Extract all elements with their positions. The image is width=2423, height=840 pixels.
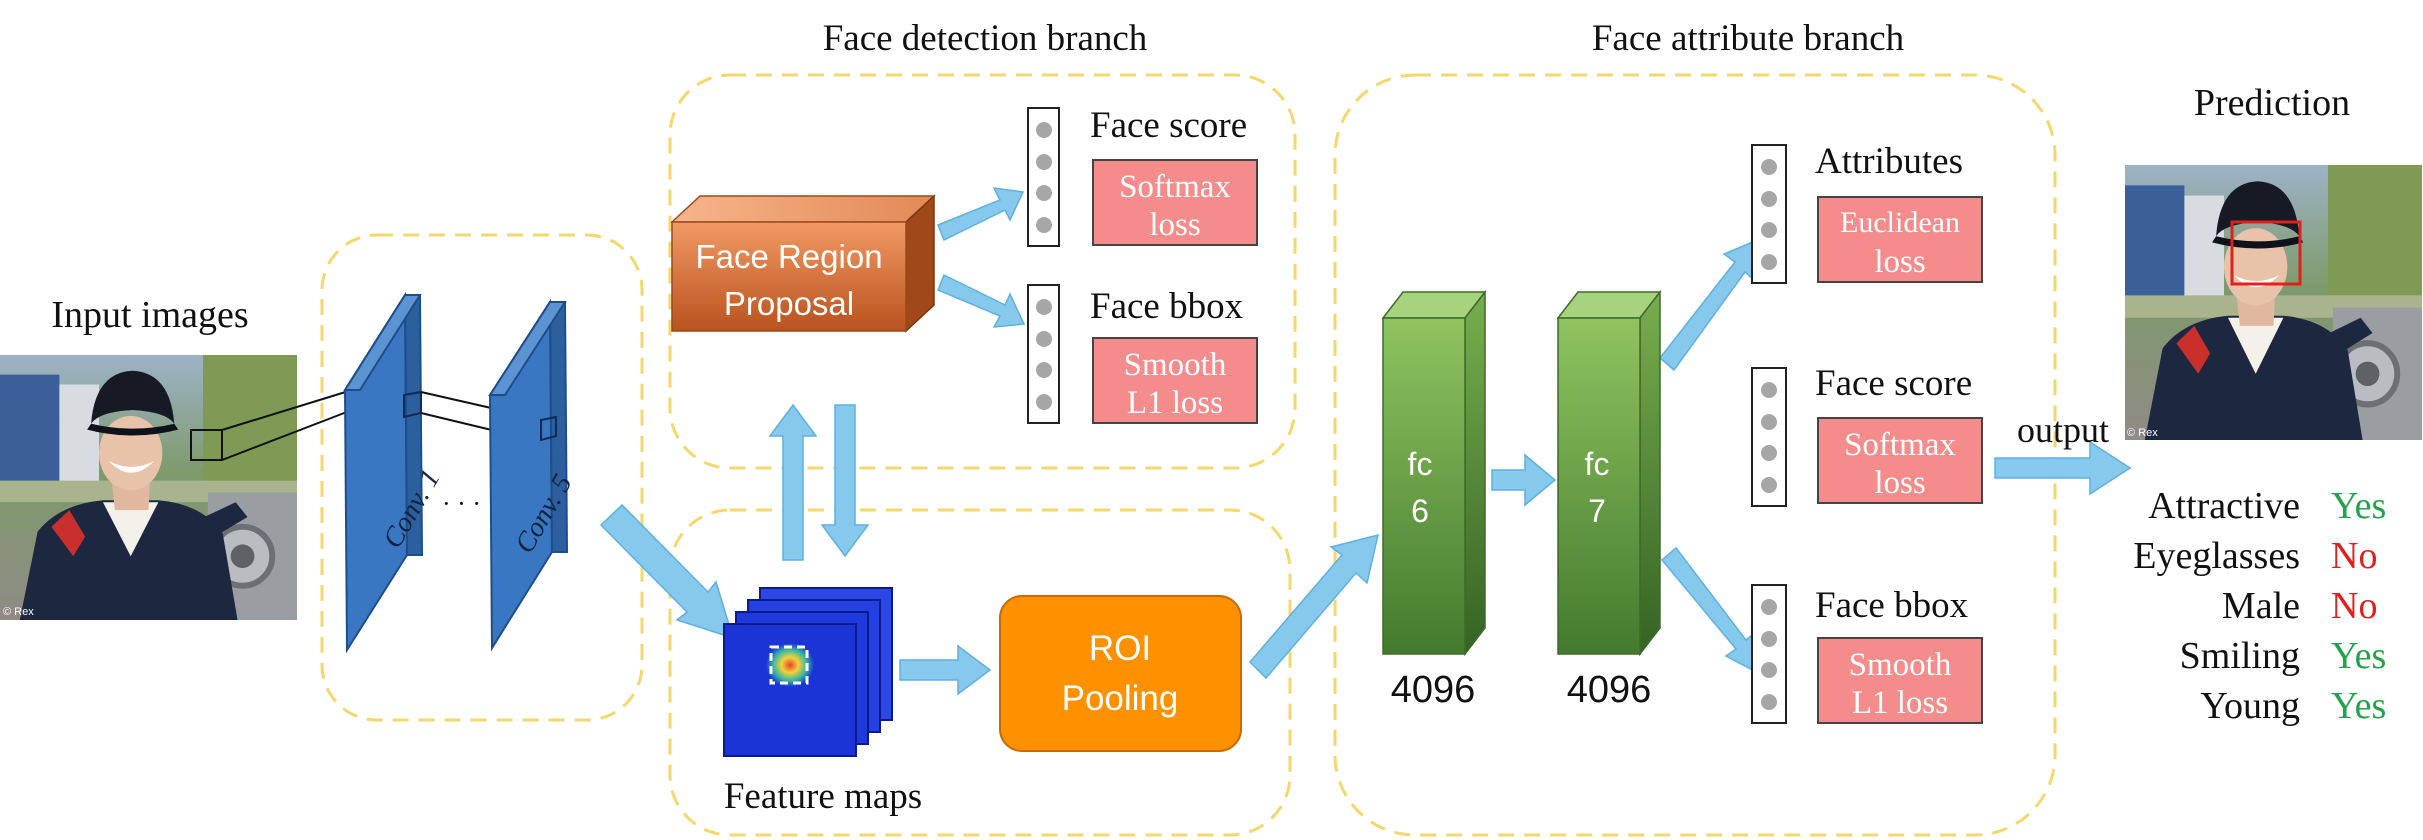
loss-text: loss: [1874, 244, 1925, 280]
fc6-size: 4096: [1391, 669, 1476, 711]
prediction-value: Yes: [2331, 485, 2386, 527]
detection-smooth-l1-loss-box: Smooth L1 loss: [1092, 337, 1258, 424]
detection-face-bbox-label: Face bbox: [1090, 286, 1244, 327]
conv5-layer: Conv. 5: [488, 298, 579, 652]
input-image: © Rex: [0, 0, 300, 620]
roi-label-line1: ROI: [1089, 629, 1151, 668]
prediction-attribute: Male: [2222, 585, 2300, 627]
roi-pooling-block: ROI Pooling: [999, 595, 1242, 752]
detection-bbox-vector: [1027, 284, 1060, 424]
detection-face-score-label: Face score: [1090, 105, 1247, 146]
attribute-face-bbox-label: Face bbox: [1815, 585, 1969, 626]
prediction-attribute: Eyeglasses: [2133, 535, 2300, 577]
face-detection-branch-container: [668, 73, 1297, 470]
loss-text: loss: [1874, 465, 1925, 501]
prediction-value: Yes: [2331, 635, 2386, 677]
loss-text: Euclidean: [1840, 206, 1960, 239]
arrow-proposal-to-score: [937, 187, 1025, 242]
roi-container: [668, 508, 1292, 837]
prediction-image: © Rex: [2125, 165, 2422, 440]
roi-highlight: [769, 645, 809, 685]
loss-text: Smooth: [1849, 647, 1952, 683]
fc6-label: 6: [1411, 493, 1429, 529]
fc6-label: fc: [1408, 446, 1433, 482]
arrow-output: [1994, 440, 2132, 496]
photo-credit: © Rex: [2127, 427, 2158, 439]
fc7-size: 4096: [1567, 669, 1652, 711]
feature-maps-label: Feature maps: [724, 776, 922, 817]
detected-face-box: [2230, 220, 2302, 286]
attributes-label: Attributes: [1815, 141, 1963, 182]
prediction-attribute: Young: [2200, 685, 2300, 727]
fc7-label: fc: [1585, 446, 1610, 482]
prediction-attribute: Attractive: [2148, 485, 2300, 527]
arrows: [599, 187, 2132, 696]
conv1-layer: Conv. 1: [343, 291, 447, 654]
prediction-attribute: Smiling: [2180, 635, 2300, 677]
face-region-proposal-block: Face Region Proposal: [670, 194, 936, 333]
arrow-proposal-to-features: [820, 404, 870, 558]
arrow-features-to-roi: [899, 644, 992, 696]
attribute-smooth-l1-loss-box: Smooth L1 loss: [1817, 637, 1983, 724]
loss-text: Softmax: [1119, 169, 1231, 205]
euclidean-loss-box: Euclidean loss: [1817, 196, 1983, 283]
attribute-score-vector: [1751, 367, 1787, 507]
projection-line: [221, 389, 353, 431]
detection-softmax-loss-box: Softmax loss: [1092, 159, 1258, 246]
face-attribute-branch-title: Face attribute branch: [1592, 18, 1905, 59]
arrow-conv-to-features: [599, 503, 735, 640]
input-images-title: Input images: [51, 294, 248, 336]
photo-credit: © Rex: [3, 606, 34, 618]
projection-line: [221, 409, 353, 461]
prediction-value: No: [2331, 585, 2377, 627]
projection-line: [420, 412, 501, 433]
prediction-title: Prediction: [2194, 82, 2350, 124]
arrow-fc7-to-attributes: [1658, 236, 1763, 372]
proposal-label-line2: Proposal: [724, 285, 854, 322]
arrow-fc7-to-bbox: [1660, 546, 1766, 678]
attributes-vector: [1751, 144, 1787, 284]
output-label: output: [2017, 410, 2109, 450]
prediction-value: Yes: [2331, 685, 2386, 727]
loss-text: loss: [1149, 207, 1200, 243]
fc7-label: 7: [1588, 493, 1606, 529]
loss-text: L1 loss: [1852, 685, 1948, 721]
face-attribute-branch-container: [1333, 73, 2057, 837]
roi-label-line2: Pooling: [1062, 679, 1179, 718]
detection-score-vector: [1027, 107, 1060, 247]
feature-maps: [723, 587, 893, 757]
attribute-softmax-loss-box: Softmax loss: [1817, 417, 1983, 504]
attribute-bbox-vector: [1751, 584, 1787, 724]
fc6-layer: fc 6: [1381, 289, 1487, 657]
loss-text: L1 loss: [1127, 385, 1223, 421]
receptive-field-box: [190, 429, 223, 461]
loss-text: Smooth: [1124, 347, 1227, 383]
prediction-value: No: [2331, 535, 2377, 577]
arrow-features-to-proposal: [768, 403, 818, 561]
arrow-proposal-to-bbox: [937, 273, 1026, 328]
loss-text: Softmax: [1844, 427, 1956, 463]
arrow-fc6-to-fc7: [1491, 453, 1557, 507]
conv-container: [320, 233, 644, 722]
proposal-label-line1: Face Region: [695, 238, 882, 275]
fc7-layer: fc 7: [1556, 289, 1662, 657]
projection-line: [420, 391, 501, 411]
arrow-roi-to-fc6: [1248, 533, 1380, 680]
attribute-face-score-label: Face score: [1815, 363, 1972, 404]
face-detection-branch-title: Face detection branch: [823, 18, 1148, 59]
